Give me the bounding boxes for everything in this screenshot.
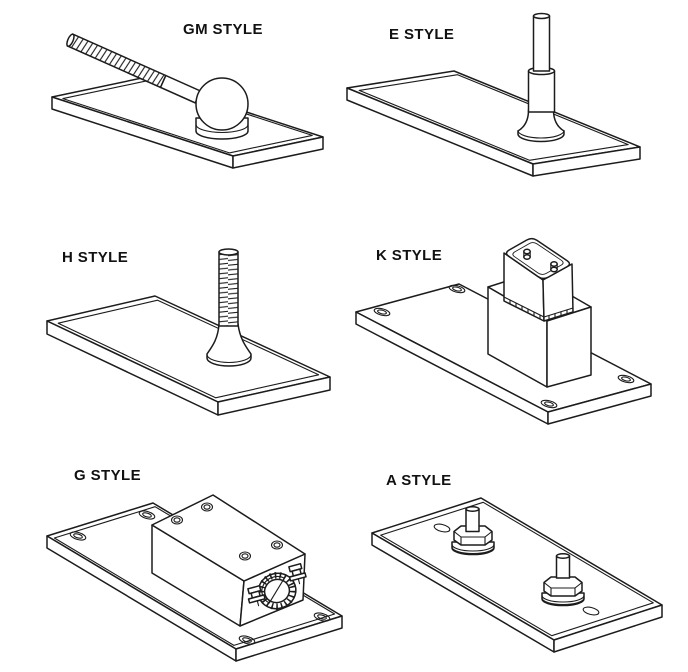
threaded-stud <box>206 248 252 367</box>
figure-label-h: H STYLE <box>62 249 129 266</box>
base-plate <box>51 77 324 169</box>
connector-shell <box>503 237 574 322</box>
g-style-drawing <box>46 494 343 662</box>
mounting-holes <box>373 284 635 409</box>
figure-e-style: E STYLE <box>344 0 688 224</box>
figure-g-style: G STYLE <box>0 448 344 672</box>
figure-label-k: K STYLE <box>376 247 443 264</box>
figure-gm-style: GM STYLE <box>0 0 344 224</box>
a-style-drawing <box>371 497 663 653</box>
junction-box <box>151 494 307 627</box>
figure-label-g: G STYLE <box>74 467 141 484</box>
e-style-drawing <box>346 12 641 177</box>
mounting-post <box>517 12 565 143</box>
hex-stud <box>451 506 495 556</box>
hex-stud <box>541 553 585 607</box>
cover-screw <box>170 502 284 561</box>
k-style-drawing <box>355 237 652 425</box>
clamp-bolt <box>247 585 266 607</box>
ball <box>195 77 249 131</box>
connector-pin <box>523 248 531 260</box>
base-plate <box>46 295 331 416</box>
connector-pin <box>550 261 558 273</box>
figure-a-style: A STYLE <box>344 448 688 672</box>
figure-h-style: H STYLE <box>0 224 344 448</box>
figure-label-gm: GM STYLE <box>183 21 263 38</box>
figure-label-a: A STYLE <box>386 472 452 489</box>
gm-style-drawing <box>51 33 324 169</box>
mounting-holes <box>69 510 331 645</box>
figure-k-style: K STYLE <box>344 224 688 448</box>
mounting-holes <box>433 523 600 616</box>
h-style-drawing <box>46 248 331 416</box>
threaded-rod <box>66 33 202 104</box>
ball-stud-assembly <box>66 33 249 140</box>
base-plate <box>346 70 641 177</box>
figure-label-e: E STYLE <box>389 26 455 43</box>
clamp-bolt <box>288 563 307 585</box>
base-plate <box>371 497 663 653</box>
